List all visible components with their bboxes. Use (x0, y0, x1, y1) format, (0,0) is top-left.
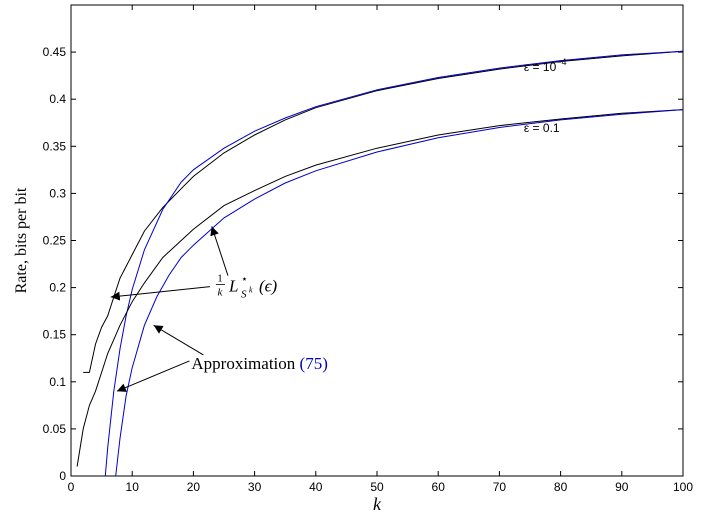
arrow-exact-0 (210, 226, 229, 276)
approx-label-ref: (75) (300, 354, 328, 373)
x-axis-title: k (373, 494, 382, 514)
y-tick-label: 0.2 (49, 281, 66, 295)
arrow-exact-1 (110, 286, 210, 301)
symbol-subscript-k: k (249, 286, 253, 295)
series-line-approx-3 (115, 109, 684, 477)
y-tick-label: 0.3 (49, 186, 66, 200)
y-tick-label: 0.45 (43, 45, 67, 59)
x-tick-label: 40 (309, 480, 323, 494)
series-lines (76, 50, 684, 477)
symbol-subscript-S: S (241, 289, 247, 301)
fraction-numerator: 1 (217, 273, 223, 285)
x-tick-label: 80 (554, 480, 568, 494)
y-tick-label: 0.35 (43, 139, 67, 153)
y-axis-title: Rate, bits per bit (13, 187, 30, 293)
x-tick-label: 0 (68, 480, 75, 494)
x-tick-label: 60 (432, 480, 446, 494)
x-tick-label: 20 (187, 480, 201, 494)
symbol-star: ⋆ (241, 274, 248, 286)
symbol-arg: (ϵ) (259, 277, 278, 296)
fraction-denominator: k (217, 287, 223, 299)
approx-label-text: Approximation (75) (191, 354, 327, 373)
x-tick-label: 50 (370, 480, 384, 494)
x-tick-label: 70 (493, 480, 507, 494)
x-tick-label: 100 (673, 480, 693, 494)
epsilon-label-1: ε = 0.1 (524, 121, 560, 135)
plot-area (70, 4, 684, 477)
y-tick-label: 0.4 (49, 92, 66, 106)
series-line-approx-1 (104, 50, 684, 477)
axis-ticks: 0 10 20 30 40 50 60 70 80 90 100 0 0.05 0.1 0.15 0.2 0.2… (43, 5, 693, 494)
x-tick-label: 90 (615, 480, 629, 494)
y-tick-label: 0.05 (43, 422, 67, 436)
approx-label: Approximation (75) (191, 354, 327, 373)
series-line-exact-2 (76, 109, 684, 467)
y-tick-label: 0.25 (43, 234, 67, 248)
arrow-approx-0 (153, 324, 204, 356)
y-tick-label: 0.15 (43, 328, 67, 342)
symbol-L: L (228, 277, 238, 296)
series-line-exact-0 (83, 50, 684, 373)
epsilon-exponent: −4 (556, 57, 566, 67)
y-tick-label: 0.1 (49, 375, 66, 389)
arrow-approx-1 (116, 360, 190, 392)
epsilon-label-0: ε = 10−4 (524, 57, 567, 74)
x-tick-label: 10 (126, 480, 140, 494)
y-tick-label: 0 (59, 469, 66, 483)
x-tick-label: 30 (248, 480, 262, 494)
